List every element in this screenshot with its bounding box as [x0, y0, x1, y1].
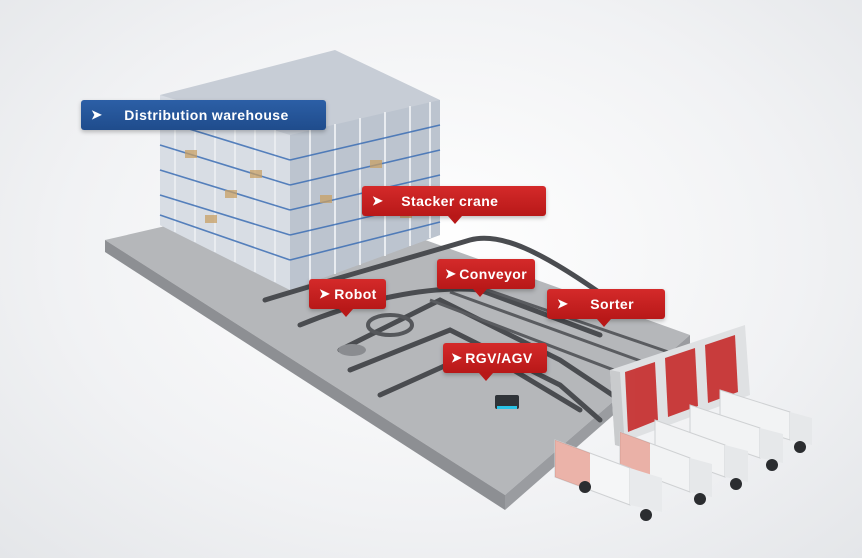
chevron-right-icon: ➤	[372, 193, 384, 208]
trucks	[554, 389, 812, 521]
chevron-right-icon: ➤	[557, 296, 569, 311]
agv-vehicle	[495, 395, 519, 409]
callout-label: Distribution warehouse	[124, 107, 289, 123]
callout-rgv-agv: ➤ RGV/AGV	[443, 343, 547, 381]
shipping-dock	[610, 325, 750, 448]
callout-sorter: ➤ Sorter	[547, 289, 665, 327]
callout-label: RGV/AGV	[465, 350, 533, 366]
callout-pointer	[448, 216, 462, 224]
chevron-right-icon: ➤	[445, 266, 457, 281]
callout-robot: ➤ Robot	[309, 279, 386, 317]
callout-pointer	[479, 373, 493, 381]
robot-turntable	[338, 344, 366, 356]
chevron-right-icon: ➤	[91, 107, 103, 122]
truck	[554, 439, 662, 521]
callout-stacker-crane: ➤ Stacker crane	[362, 186, 546, 224]
truck	[619, 431, 712, 505]
callout-conveyor: ➤ Conveyor	[437, 259, 535, 297]
chevron-right-icon: ➤	[451, 350, 463, 365]
callout-pointer	[339, 309, 353, 317]
spiral-conveyor	[366, 313, 414, 337]
callout-pointer	[597, 319, 611, 327]
callout-label: Robot	[334, 286, 377, 302]
rack-warehouse	[159, 50, 441, 290]
callout-label: Stacker crane	[401, 193, 499, 209]
sorter-lanes	[429, 282, 681, 382]
callout-pointer	[473, 289, 487, 297]
truck	[719, 389, 812, 453]
agv-light	[497, 406, 517, 409]
chevron-right-icon: ➤	[319, 286, 331, 301]
callout-label: Conveyor	[459, 266, 528, 282]
truck	[689, 404, 783, 471]
truck	[654, 419, 748, 490]
callout-label: Sorter	[590, 296, 634, 312]
callout-distribution-warehouse: ➤ Distribution warehouse	[81, 100, 326, 130]
